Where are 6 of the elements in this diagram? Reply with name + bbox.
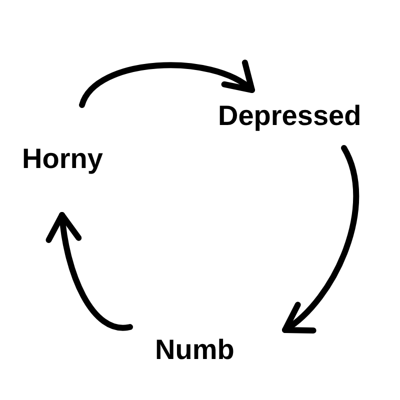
curved-arrow <box>79 60 255 108</box>
stage-label: Horny <box>22 145 103 173</box>
curved-arrow <box>282 145 360 333</box>
stage-label: Depressed <box>218 102 362 130</box>
curved-arrow <box>46 212 133 331</box>
stage-label: Numb <box>155 336 234 364</box>
